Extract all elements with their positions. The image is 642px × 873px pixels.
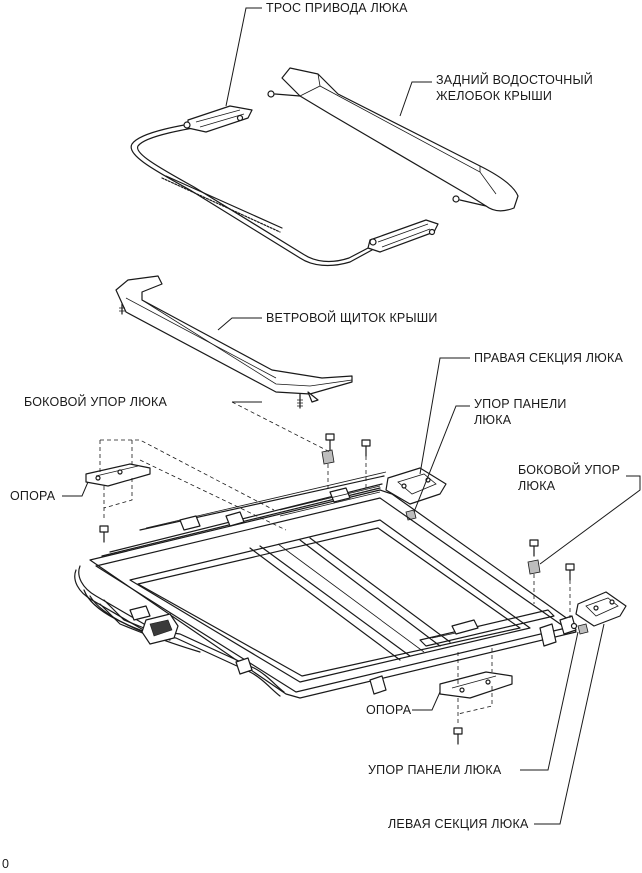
right-sunroof-section	[385, 467, 447, 505]
label-left-section-text: ЛЕВАЯ СЕКЦИЯ ЛЮКА	[388, 817, 529, 831]
label-panel-stop-right: УПОР ПАНЕЛИ ЛЮКА	[474, 396, 567, 428]
corner-code: 0	[2, 856, 9, 872]
bolt-right-1	[529, 539, 539, 557]
label-side-stop-upper: БОКОВОЙ УПОР ЛЮКА	[24, 394, 167, 410]
label-panel-stop-right-line1: УПОР ПАНЕЛИ	[474, 397, 567, 411]
label-right-section-text: ПРАВАЯ СЕКЦИЯ ЛЮКА	[474, 351, 624, 365]
label-side-stop-right: БОКОВОЙ УПОР ЛЮКА	[518, 462, 620, 494]
label-bracket-left-text: ОПОРА	[10, 489, 56, 503]
label-side-stop-right-line2: ЛЮКА	[518, 479, 556, 493]
bolt-right-2	[565, 563, 575, 618]
label-right-section: ПРАВАЯ СЕКЦИЯ ЛЮКА	[474, 350, 623, 366]
side-stop-upper	[321, 449, 335, 490]
label-side-stop-right-line1: БОКОВОЙ УПОР	[518, 463, 621, 477]
bolt-upper-left	[325, 433, 335, 451]
label-rear-gutter: ЗАДНИЙ ВОДОСТОЧНЫЙ ЖЕЛОБОК КРЫШИ	[436, 72, 593, 104]
bolt-upper-right	[361, 439, 371, 490]
label-bracket-left: ОПОРА	[10, 488, 55, 504]
bracket-left	[85, 440, 151, 543]
label-rear-gutter-line2: ЖЕЛОБОК КРЫШИ	[436, 89, 553, 103]
left-sunroof-section	[575, 591, 627, 627]
label-panel-stop-right-line2: ЛЮКА	[474, 413, 512, 427]
label-wind-deflector-text: ВЕТРОВОЙ ЩИТОК КРЫШИ	[266, 311, 438, 325]
label-wind-deflector: ВЕТРОВОЙ ЩИТОК КРЫШИ	[266, 310, 438, 326]
label-left-section: ЛЕВАЯ СЕКЦИЯ ЛЮКА	[388, 816, 529, 832]
label-panel-stop-bottom: УПОР ПАНЕЛИ ЛЮКА	[368, 762, 501, 778]
panel-stop-lower	[577, 623, 589, 635]
leader-lines	[62, 7, 641, 825]
wind-deflector	[115, 275, 353, 409]
side-stop-right	[527, 559, 541, 604]
bracket-bottom	[439, 648, 513, 745]
label-bracket-bottom: ОПОРА	[366, 702, 411, 718]
corner-code-text: 0	[2, 857, 10, 871]
drive-cable	[130, 105, 439, 267]
label-rear-gutter-line1: ЗАДНИЙ ВОДОСТОЧНЫЙ	[436, 73, 593, 87]
sunroof-housing	[74, 471, 578, 699]
label-panel-stop-bottom-text: УПОР ПАНЕЛИ ЛЮКА	[368, 763, 502, 777]
rear-drain-gutter	[267, 67, 519, 212]
label-drive-cable: ТРОС ПРИВОДА ЛЮКА	[266, 0, 408, 16]
label-bracket-bottom-text: ОПОРА	[366, 703, 412, 717]
label-side-stop-upper-text: БОКОВОЙ УПОР ЛЮКА	[24, 395, 168, 409]
label-drive-cable-text: ТРОС ПРИВОДА ЛЮКА	[266, 1, 408, 15]
